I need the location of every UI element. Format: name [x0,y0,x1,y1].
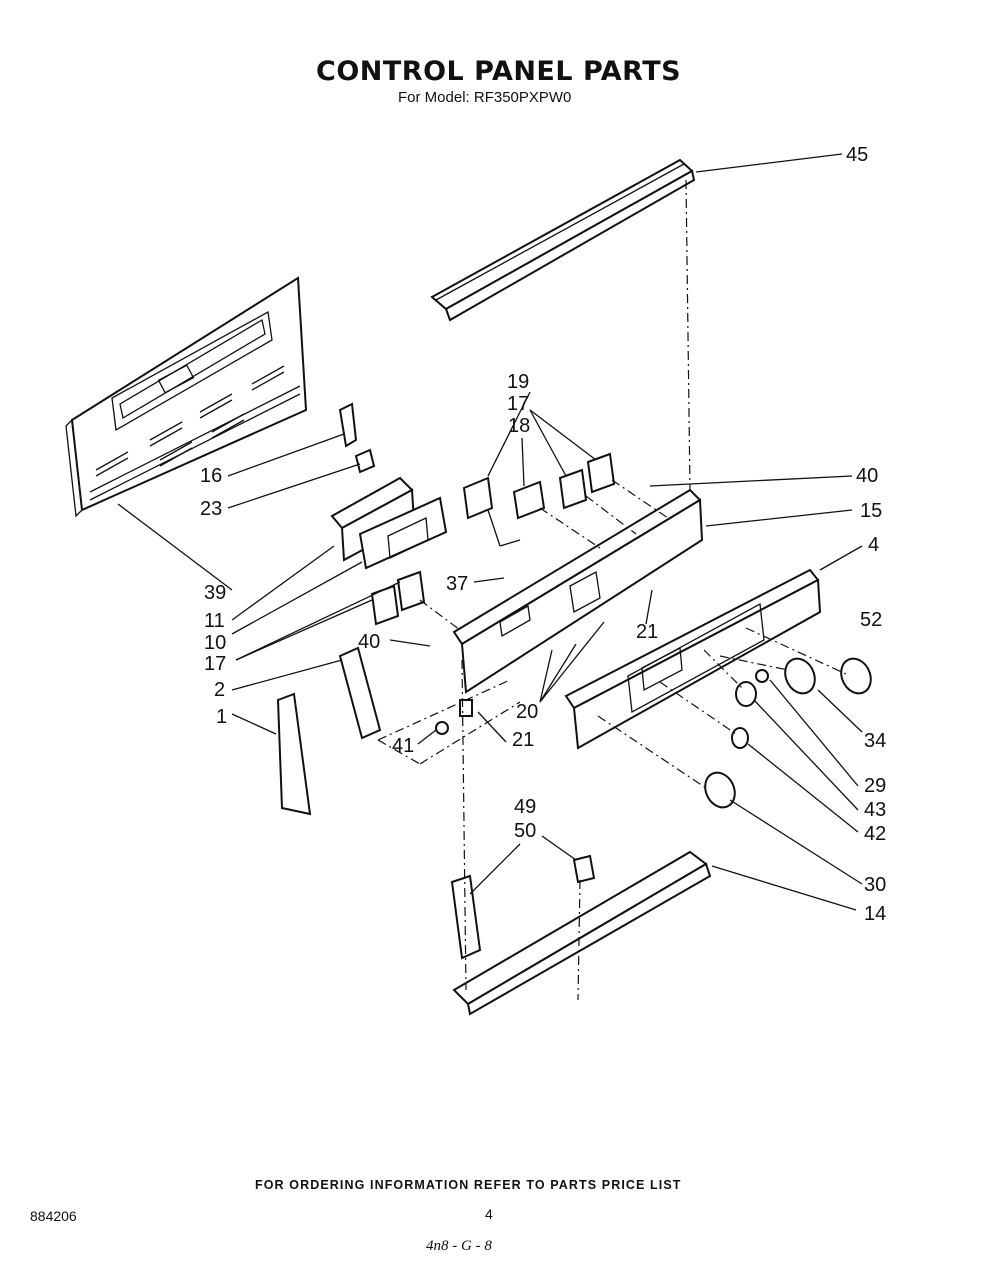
callout-labels: 45 19 17 18 40 15 16 23 4 52 39 37 11 10… [200,144,886,925]
callout-52: 52 [860,609,882,631]
callout-34: 34 [864,730,886,752]
leader-lines [117,153,863,911]
callout-40-left: 40 [358,631,380,653]
part-1-side-trim [276,692,312,816]
callout-37: 37 [446,573,468,595]
callout-19: 19 [507,371,529,393]
part-17-switch-a [558,468,588,510]
callout-16: 16 [200,465,222,487]
part-34-knob [784,657,816,695]
assembly-lines [377,179,847,1001]
callout-43: 43 [864,799,886,821]
part-4-front-panel [564,568,822,750]
callout-20: 20 [516,701,538,723]
part-43-button [735,681,757,707]
callout-29: 29 [864,775,886,797]
part-52-knob [840,657,872,695]
callout-17-top: 17 [507,393,529,415]
callout-10: 10 [204,632,226,654]
part-21-clip [459,699,473,717]
document-number: 884206 [30,1208,77,1224]
callout-50: 50 [514,820,536,842]
callout-49: 49 [514,796,536,818]
part-14-bottom-trim [452,850,712,1016]
handwritten-note: 4n8 - G - 8 [426,1238,492,1254]
callout-21-bottom: 21 [512,729,534,751]
callout-11: 11 [204,610,225,632]
part-2-bracket [338,646,382,740]
part-41-fastener [435,721,449,735]
callout-2: 2 [214,679,225,701]
part-19-infinite-switch [462,476,521,547]
callout-1: 1 [216,706,227,728]
page-title: CONTROL PANEL PARTS [316,56,682,87]
callout-14: 14 [864,903,886,925]
part-45-trim-strip [430,158,696,322]
page-number: 4 [485,1206,493,1222]
callout-39: 39 [204,582,226,604]
part-18-switch [512,480,546,520]
callout-15: 15 [860,500,882,522]
callout-4: 4 [868,534,879,556]
callout-23: 23 [200,498,222,520]
part-39-rear-panel [65,276,308,518]
callout-45: 45 [846,144,868,166]
part-16-bracket [338,402,376,474]
model-subtitle: For Model: RF350PXPW0 [398,89,572,106]
callout-18: 18 [508,415,530,437]
part-17-switch-d [370,584,400,626]
part-50-bracket [450,874,482,960]
callout-40-top: 40 [856,465,878,487]
ordering-note: FOR ORDERING INFORMATION REFER TO PARTS … [255,1178,682,1192]
part-29-button [755,669,769,683]
callout-17-left: 17 [204,653,226,675]
part-30-knob [704,771,736,809]
part-15-control-panel-frame [452,488,704,694]
part-49-clip [572,854,596,884]
callout-41: 41 [392,735,414,757]
callout-21-right: 21 [636,621,658,643]
part-17-switch-b [586,452,616,494]
callout-42: 42 [864,823,886,845]
part-42-button [731,727,749,749]
callout-30: 30 [864,874,886,896]
part-11-clock-housing [330,476,448,570]
part-17-switch-c [396,570,426,612]
